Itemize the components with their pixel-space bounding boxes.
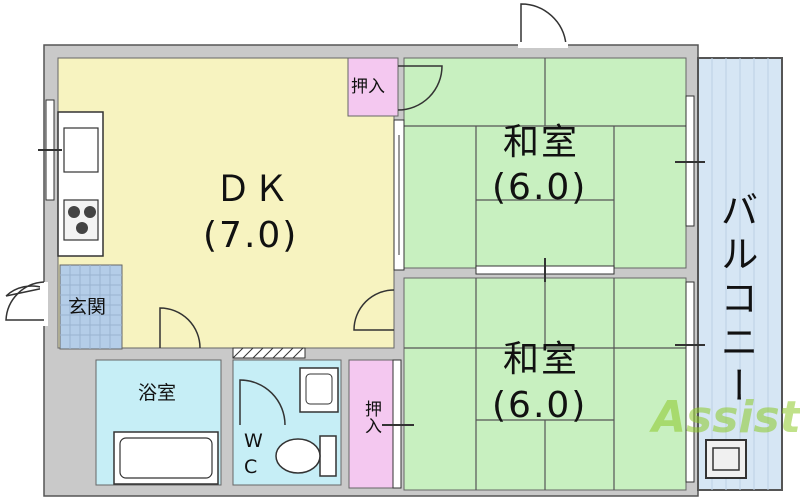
upper-closet xyxy=(347,57,399,117)
upper-washitsu-name: 和室 xyxy=(503,122,580,163)
upper-closet-door xyxy=(397,65,443,111)
bath-label: 浴室 xyxy=(138,382,177,404)
balcony-grid xyxy=(711,58,769,490)
upper-tatami-lines xyxy=(404,58,686,268)
lower-washitsu-size: (6.0) xyxy=(492,385,588,426)
balcony-label: バルコニー xyxy=(714,190,758,410)
upper-closet-label: 押入 xyxy=(351,77,385,97)
lower-tatami-lines xyxy=(404,278,686,490)
dk-size: (7.0) xyxy=(203,215,299,256)
lower-washitsu-name: 和室 xyxy=(503,339,580,380)
upper-washitsu-size: (6.0) xyxy=(492,167,588,208)
top-door xyxy=(520,3,567,46)
gas-stove xyxy=(63,199,99,241)
bath-door xyxy=(159,307,201,349)
vent-strip xyxy=(232,347,306,359)
lower-closet-label: 押入 xyxy=(361,400,381,434)
kitchen-sink xyxy=(63,127,99,173)
dk-door xyxy=(353,289,395,331)
wc-door xyxy=(239,379,286,426)
balcony-drain xyxy=(705,439,747,479)
entrance-label: 玄関 xyxy=(68,296,107,318)
wc-label-w: W xyxy=(244,430,263,452)
dk-name: ＤＫ xyxy=(215,169,292,210)
wc-label-c: C xyxy=(244,456,258,478)
watermark: Assist xyxy=(652,392,800,443)
toilet xyxy=(319,435,337,477)
